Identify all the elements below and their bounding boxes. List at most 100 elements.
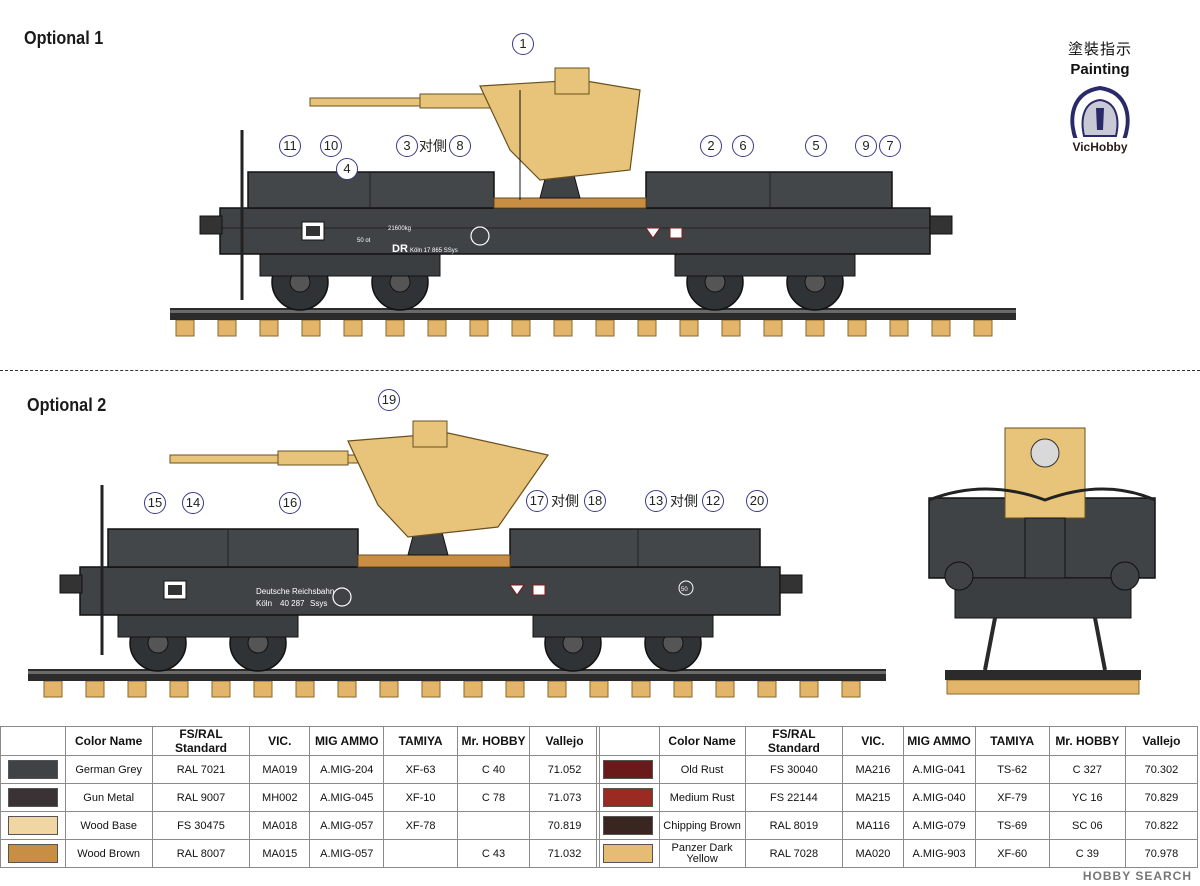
color-vallejo: 70.819 [529,811,600,840]
color-vallejo: 70.302 [1124,755,1199,784]
callout-side-label-b: 对側 [670,493,698,509]
wagon-mark-type: Ssys [310,599,327,608]
color-mig: A.MIG-040 [902,783,976,812]
color-std: RAL 8007 [151,839,251,868]
wagon-end-view-drawing [928,427,1156,695]
paint-table-left: Color Name FS/RAL Standard VIC. MIG AMMO… [0,726,600,868]
color-swatch [596,811,660,840]
color-swatch [0,755,66,784]
col-vic: VIC. [249,726,311,756]
callout-17: 17 [526,490,548,512]
wagon-mark-plate: 21600kg [388,226,411,232]
callout-7: 7 [879,135,901,157]
color-swatch [596,839,660,868]
callout-3: 3 [396,135,418,157]
col-vallejo: Vallejo [1124,726,1199,756]
color-tamiya: TS-62 [974,755,1050,784]
wagon-option-1-drawing: DR Köln 17 865 SSys 21600kg 50 ot [170,67,1016,337]
table-row: Panzer Dark Yellow RAL 7028 MA020 A.MIG-… [596,839,1199,868]
brand-logo-text: VicHobby [1072,140,1127,154]
section-title-optional-1: Optional 1 [24,28,104,48]
wagon-mark-load: 50 [681,587,688,593]
color-mig: A.MIG-057 [309,811,385,840]
table-row: Gun Metal RAL 9007 MH002 A.MIG-045 XF-10… [0,783,600,812]
color-swatch [0,811,66,840]
wagon-mark-num: 40 287 [280,599,305,608]
color-mig: A.MIG-903 [902,839,976,868]
callout-18: 18 [584,490,606,512]
wagon-mark-reg: Köln 17 865 SSys [410,248,458,254]
callout-side-label-a: 对側 [551,493,579,509]
watermark: HOBBY SEARCH [1082,869,1192,883]
color-mrhobby: C 40 [457,755,531,784]
callout-12: 12 [702,490,724,512]
color-vic: MH002 [249,783,311,812]
color-name: Gun Metal [64,783,153,812]
color-mrhobby: C 327 [1048,755,1126,784]
color-mig: A.MIG-045 [309,783,385,812]
paint-table-header: Color Name FS/RAL Standard VIC. MIG AMMO… [596,726,1199,756]
paint-table-header: Color Name FS/RAL Standard VIC. MIG AMMO… [0,726,600,756]
callout-side-label: 对側 [419,138,447,154]
callout-5: 5 [805,135,827,157]
color-name: Panzer Dark Yellow [658,839,746,868]
table-row: Chipping Brown RAL 8019 MA116 A.MIG-079 … [596,811,1199,840]
color-mig: A.MIG-204 [309,755,385,784]
sleepers [175,319,993,337]
table-row: Wood Base FS 30475 MA018 A.MIG-057 XF-78… [0,811,600,840]
wagon-mark-city: Köln [256,599,272,608]
callout-19: 19 [378,389,400,411]
brand-title-cn: 塗裝指示 [1067,41,1132,58]
color-std: FS 30040 [744,755,844,784]
section-title-optional-2: Optional 2 [27,395,107,415]
color-mrhobby: C 43 [457,839,531,868]
color-vic: MA216 [842,755,904,784]
callout-6: 6 [732,135,754,157]
col-mig: MIG AMMO [309,726,385,756]
color-swatch [0,839,66,868]
color-vic: MA215 [842,783,904,812]
color-mrhobby: C 78 [457,783,531,812]
color-vic: MA116 [842,811,904,840]
callout-14: 14 [182,492,204,514]
color-mig: A.MIG-041 [902,755,976,784]
callout-2: 2 [700,135,722,157]
swatch-header [596,726,660,756]
wagon-mark-load: 50 ot [357,238,371,244]
color-vic: MA015 [249,839,311,868]
table-row: Medium Rust FS 22144 MA215 A.MIG-040 XF-… [596,783,1199,812]
col-std: FS/RAL Standard [151,726,251,756]
col-mrhobby: Mr. HOBBY [1048,726,1126,756]
brand-title-en: Painting [1070,61,1130,78]
table-row: German Grey RAL 7021 MA019 A.MIG-204 XF-… [0,755,600,784]
color-std: FS 22144 [744,783,844,812]
callout-16: 16 [279,492,301,514]
col-vallejo: Vallejo [529,726,600,756]
color-vallejo: 70.829 [1124,783,1199,812]
color-vic: MA020 [842,839,904,868]
color-name: Wood Base [64,811,153,840]
col-tamiya: TAMIYA [974,726,1050,756]
color-name: Old Rust [658,755,746,784]
col-color-name: Color Name [658,726,746,756]
table-row: Old Rust FS 30040 MA216 A.MIG-041 TS-62 … [596,755,1199,784]
color-vic: MA019 [249,755,311,784]
sleepers [43,680,861,698]
color-swatch [596,783,660,812]
color-std: RAL 7028 [744,839,844,868]
color-vallejo: 71.052 [529,755,600,784]
color-swatch [596,755,660,784]
color-name: German Grey [64,755,153,784]
callout-11: 11 [279,135,301,157]
color-vallejo: 71.032 [529,839,600,868]
col-tamiya: TAMIYA [383,726,459,756]
col-vic: VIC. [842,726,904,756]
color-vallejo: 70.822 [1124,811,1199,840]
color-std: FS 30475 [151,811,251,840]
wagon-option-2-drawing: Deutsche Reichsbahn Köln 40 287 Ssys 50 [28,420,886,698]
color-tamiya: TS-69 [974,811,1050,840]
col-mig: MIG AMMO [902,726,976,756]
color-std: RAL 8019 [744,811,844,840]
color-name: Chipping Brown [658,811,746,840]
wagon-mark-dr: DR [392,243,408,255]
